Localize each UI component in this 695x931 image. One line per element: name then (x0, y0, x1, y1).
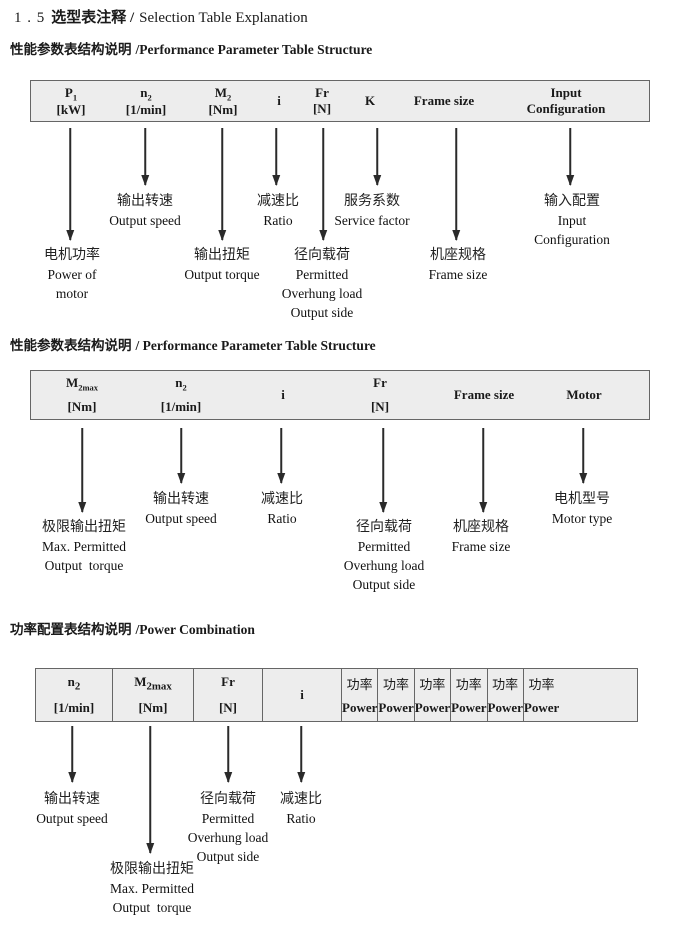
down-arrow-p1 (69, 128, 71, 240)
down-arrow-i-s3 (300, 726, 302, 782)
page-title: 1 . 5 选型表注释 /Selection Table Explanation (14, 6, 308, 27)
down-arrow-frame-size (455, 128, 457, 240)
down-arrow-frame-size-s2 (482, 428, 484, 512)
down-arrow-k (376, 128, 378, 185)
table2-col-m2max: M2max[Nm] (65, 375, 99, 414)
table1-col-p1: P1[kW] (56, 85, 86, 118)
section-number: 1 . 5 (14, 10, 46, 26)
down-arrow-m2max-s2 (81, 428, 83, 512)
table2-col-frame-size: Frame size (453, 387, 515, 402)
section2-heading-en: / Performance Parameter Table Structure (135, 338, 376, 353)
down-arrow-input-config (569, 128, 571, 185)
table2-col-i: i (281, 387, 285, 402)
table3-col-m2max: M2max[Nm] (113, 669, 194, 721)
section3-heading-zh: 功率配置表结构说明 (10, 622, 132, 637)
page-title-en: Selection Table Explanation (139, 10, 308, 26)
down-arrow-i-s2 (280, 428, 282, 483)
down-arrow-fr (322, 128, 324, 240)
page-title-zh: 选型表注释 / (51, 10, 135, 26)
section1-heading-en: /Performance Parameter Table Structure (135, 42, 373, 57)
section1-heading-zh: 性能参数表结构说明 (10, 42, 132, 57)
section2-heading-zh: 性能参数表结构说明 (10, 338, 132, 353)
table1-col-fr: Fr[N] (312, 85, 332, 116)
table2-col-fr: Fr[N] (370, 375, 390, 414)
performance-table-2: M2max[Nm] n2[1/min] i Fr[N] Frame size M… (30, 370, 650, 420)
down-arrow-fr-s3 (227, 726, 229, 782)
down-arrow-i (275, 128, 277, 185)
table3-col-n2: n2[1/min] (36, 669, 113, 721)
down-arrow-n2-s2 (180, 428, 182, 483)
down-arrow-fr-s2 (382, 428, 384, 512)
section3-heading: 功率配置表结构说明/Power Combination (10, 618, 255, 638)
table1-col-k: K (364, 93, 376, 108)
down-arrow-n2 (144, 128, 146, 185)
table2-col-n2: n2[1/min] (160, 375, 202, 414)
table1-col-n2: n2[1/min] (125, 85, 167, 118)
table1-col-frame-size: Frame size (413, 93, 475, 108)
section3-heading-en: /Power Combination (135, 622, 255, 637)
down-arrow-m2 (221, 128, 223, 240)
table3-col-i: i (263, 669, 342, 721)
down-arrow-m2max-s3 (149, 726, 151, 853)
table1-col-m2: M2[Nm] (208, 85, 238, 118)
table1-col-i: i (277, 93, 281, 108)
performance-table-1: P1[kW] n2[1/min] M2[Nm] i Fr[N] K Frame … (30, 80, 650, 122)
down-arrow-n2-s3 (71, 726, 73, 782)
section2-heading: 性能参数表结构说明/ Performance Parameter Table S… (10, 334, 376, 354)
section1-heading: 性能参数表结构说明/Performance Parameter Table St… (10, 38, 372, 58)
table2-col-motor: Motor (566, 387, 602, 402)
down-arrow-motor-s2 (582, 428, 584, 483)
table3-col-fr: Fr[N] (194, 669, 263, 721)
